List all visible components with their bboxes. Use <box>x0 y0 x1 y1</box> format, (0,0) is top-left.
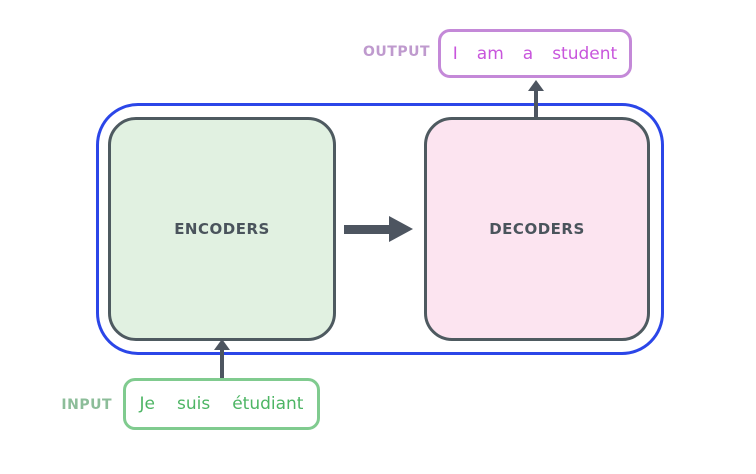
transformer-outer-container <box>96 103 664 355</box>
decoders-block: DECODERS <box>424 117 650 341</box>
input-label: INPUT <box>61 397 112 413</box>
input-sentence-box: Je suis étudiant <box>123 378 320 430</box>
decoders-label: DECODERS <box>489 220 585 238</box>
arrow-up-icon <box>528 80 544 91</box>
output-label: OUTPUT <box>363 44 430 60</box>
arrow-up-shaft <box>534 90 538 117</box>
input-token: suis <box>176 394 211 414</box>
arrow-up-icon <box>214 339 230 350</box>
arrow-right-shaft <box>344 225 390 234</box>
output-token: a <box>522 43 534 64</box>
arrow-right-icon <box>389 216 413 242</box>
arrow-up-shaft <box>220 349 224 378</box>
output-token: am <box>476 43 504 64</box>
encoders-block: ENCODERS <box>108 117 336 341</box>
input-token: étudiant <box>232 394 304 414</box>
input-token: Je <box>139 394 155 414</box>
output-token: I <box>452 43 458 64</box>
encoders-label: ENCODERS <box>174 220 270 238</box>
output-sentence-box: I am a student <box>438 29 632 78</box>
output-token: student <box>552 43 618 64</box>
